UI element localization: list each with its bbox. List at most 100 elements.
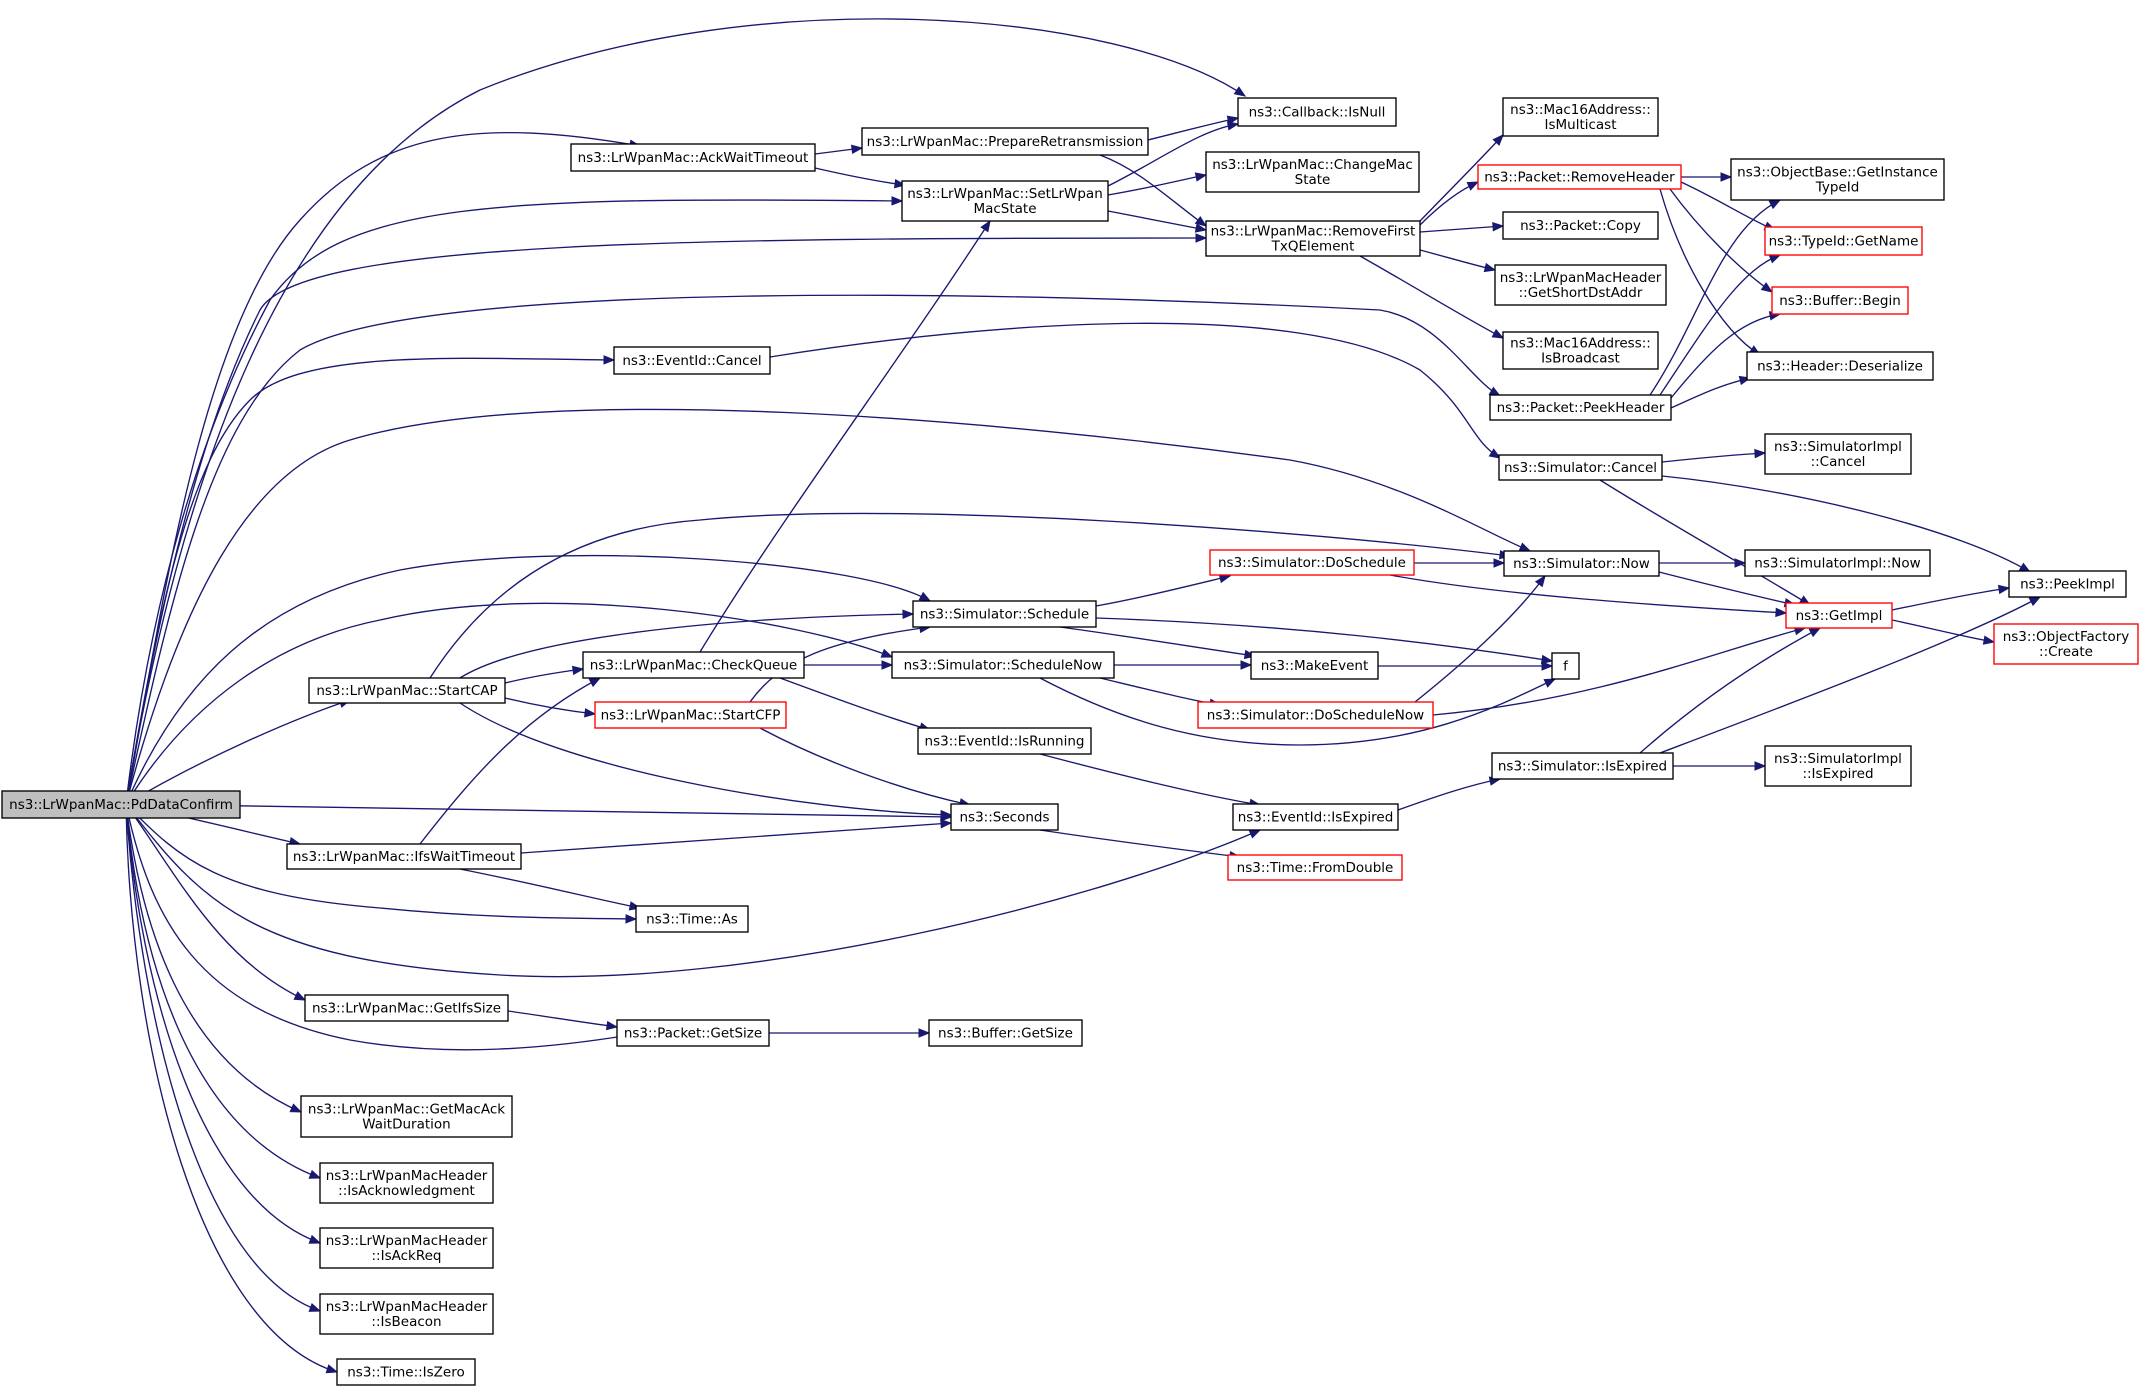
node-ns3-seconds[interactable]: ns3::Seconds bbox=[950, 803, 1059, 831]
node-ns3-packet-removeheader[interactable]: ns3::Packet::RemoveHeader bbox=[1477, 164, 1682, 190]
node-box bbox=[286, 843, 522, 870]
node-ns3-lrwpanmacheader-getshortdstaddr[interactable]: ns3::LrWpanMacHeader::GetShortDstAddr bbox=[1494, 264, 1667, 306]
edge-startcap-to-checkqueue bbox=[504, 668, 584, 684]
node-label: WaitDuration bbox=[362, 1117, 450, 1133]
node-ns3-simulator-doschedulenow[interactable]: ns3::Simulator::DoScheduleNow bbox=[1197, 701, 1434, 729]
edge-eventcancel-to-simcancel bbox=[769, 322, 1501, 459]
node-ns3-lrwpanmac-getifssize[interactable]: ns3::LrWpanMac::GetIfsSize bbox=[304, 994, 509, 1022]
node-ns3-simulatorimpl-cancel[interactable]: ns3::SimulatorImpl::Cancel bbox=[1764, 433, 1912, 475]
node-ns3-lrwpanmacheader-isbeacon[interactable]: ns3::LrWpanMacHeader::IsBeacon bbox=[319, 1293, 494, 1335]
node-ns3-peekimpl[interactable]: ns3::PeekImpl bbox=[2008, 570, 2127, 598]
arrowhead-root-to-isackreq bbox=[308, 1234, 322, 1244]
node-ns3-lrwpanmac-ifswaittimeout[interactable]: ns3::LrWpanMac::IfsWaitTimeout bbox=[286, 843, 522, 870]
node-box bbox=[1730, 158, 1945, 201]
edge-seconds-to-fromdouble bbox=[1039, 829, 1241, 858]
node-label: ::GetShortDstAddr bbox=[1519, 285, 1643, 301]
node-label: ::IsAcknowledgment bbox=[338, 1183, 475, 1199]
node-ns3-simulatorimpl-isexpired[interactable]: ns3::SimulatorImpl::IsExpired bbox=[1764, 745, 1912, 787]
node-box bbox=[635, 905, 749, 933]
node-ns3-callback-isnull[interactable]: ns3::Callback::IsNull bbox=[1237, 97, 1397, 127]
node-box bbox=[1205, 220, 1421, 257]
node-box bbox=[319, 1227, 494, 1269]
node-ns3-makeevent[interactable]: ns3::MakeEvent bbox=[1250, 651, 1379, 680]
edge-simnow-to-getimpl bbox=[1658, 571, 1796, 606]
node-box bbox=[1764, 745, 1912, 787]
node-ns3-eventid-cancel[interactable]: ns3::EventId::Cancel bbox=[613, 346, 771, 375]
node-ns3-lrwpanmac-pddataconfirm[interactable]: ns3::LrWpanMac::PdDataConfirm bbox=[1, 790, 241, 819]
node-label: ns3::Simulator::DoSchedule bbox=[1218, 555, 1406, 571]
arrowhead-eventcancel-to-simcancel bbox=[1488, 448, 1502, 459]
node-label: ns3::EventId::IsExpired bbox=[1238, 810, 1394, 826]
edge-removeheader-to-deserialize bbox=[1659, 188, 1761, 356]
edges-layer bbox=[125, 18, 2042, 1374]
node-box bbox=[1498, 454, 1663, 481]
node-ns3-typeid-getname[interactable]: ns3::TypeId::GetName bbox=[1764, 226, 1923, 256]
node-ns3-time-iszero[interactable]: ns3::Time::IsZero bbox=[336, 1358, 476, 1386]
node-label: ns3::LrWpanMac::StartCAP bbox=[316, 683, 497, 699]
edge-root-to-iszero bbox=[125, 803, 338, 1373]
node-label: ::IsExpired bbox=[1802, 766, 1873, 782]
node-ns3-simulator-now[interactable]: ns3::Simulator::Now bbox=[1503, 550, 1660, 577]
node-f[interactable]: f bbox=[1551, 652, 1580, 680]
node-ns3-lrwpanmac-startcfp[interactable]: ns3::LrWpanMac::StartCFP bbox=[594, 701, 787, 729]
arrowhead-schedulenow-to-f bbox=[1543, 678, 1557, 688]
node-box bbox=[1250, 651, 1379, 680]
node-ns3-lrwpanmac-startcap[interactable]: ns3::LrWpanMac::StartCAP bbox=[308, 677, 506, 704]
edge-removefirst-to-ismulticast bbox=[1419, 134, 1504, 222]
node-label: f bbox=[1563, 659, 1569, 675]
node-ns3-buffer-begin[interactable]: ns3::Buffer::Begin bbox=[1771, 286, 1909, 315]
arrowhead-getimpl-to-objfactory bbox=[1982, 635, 1996, 645]
node-box bbox=[1205, 151, 1420, 193]
node-label: ns3::GetImpl bbox=[1796, 608, 1883, 624]
node-ns3-header-deserialize[interactable]: ns3::Header::Deserialize bbox=[1746, 351, 1934, 381]
arrowhead-startcap-to-checkqueue bbox=[571, 665, 585, 676]
node-ns3-simulator-cancel[interactable]: ns3::Simulator::Cancel bbox=[1498, 454, 1663, 481]
node-box bbox=[950, 803, 1059, 831]
node-ns3-eventid-isexpired[interactable]: ns3::EventId::IsExpired bbox=[1232, 803, 1399, 831]
node-ns3-lrwpanmac-prepareretransmission[interactable]: ns3::LrWpanMac::PrepareRetransmission bbox=[861, 127, 1149, 156]
node-ns3-mac16address-isbroadcast[interactable]: ns3::Mac16Address::IsBroadcast bbox=[1502, 331, 1659, 370]
edge-peekheader-to-deserialize bbox=[1670, 377, 1751, 409]
node-ns3-simulatorimpl-now[interactable]: ns3::SimulatorImpl::Now bbox=[1744, 549, 1931, 577]
node-box bbox=[1502, 211, 1659, 240]
node-box bbox=[304, 994, 509, 1022]
node-label: ns3::Mac16Address:: bbox=[1510, 336, 1651, 352]
node-ns3-time-as[interactable]: ns3::Time::As bbox=[635, 905, 749, 933]
node-ns3-time-fromdouble[interactable]: ns3::Time::FromDouble bbox=[1227, 854, 1403, 881]
node-ns3-packet-peekheader[interactable]: ns3::Packet::PeekHeader bbox=[1489, 394, 1672, 421]
node-ns3-simulator-doschedule[interactable]: ns3::Simulator::DoSchedule bbox=[1209, 549, 1415, 576]
node-ns3-buffer-getsize[interactable]: ns3::Buffer::GetSize bbox=[928, 1019, 1083, 1047]
node-ns3-lrwpanmac-checkqueue[interactable]: ns3::LrWpanMac::CheckQueue bbox=[582, 651, 805, 679]
arrowhead-removeheader-to-getinstancetypeid bbox=[1720, 172, 1733, 182]
node-box bbox=[891, 651, 1115, 679]
node-label: ns3::LrWpanMac::PdDataConfirm bbox=[9, 797, 233, 813]
node-ns3-getimpl[interactable]: ns3::GetImpl bbox=[1785, 602, 1893, 629]
node-ns3-lrwpanmac-ackwaittimeout[interactable]: ns3::LrWpanMac::AckWaitTimeout bbox=[570, 143, 816, 172]
node-box bbox=[1746, 351, 1934, 381]
arrowhead-startcap-to-seconds bbox=[940, 809, 953, 820]
node-ns3-simulator-schedule[interactable]: ns3::Simulator::Schedule bbox=[912, 600, 1097, 628]
node-label: ns3::Simulator::IsExpired bbox=[1498, 759, 1667, 775]
node-box bbox=[308, 677, 506, 704]
node-box bbox=[616, 1019, 770, 1047]
node-ns3-simulator-schedulenow[interactable]: ns3::Simulator::ScheduleNow bbox=[891, 651, 1115, 679]
node-ns3-lrwpanmacheader-isackreq[interactable]: ns3::LrWpanMacHeader::IsAckReq bbox=[319, 1227, 494, 1269]
edge-root-to-getifssize bbox=[125, 803, 306, 1001]
arrowhead-root-to-eventcancel bbox=[603, 355, 616, 365]
node-ns3-mac16address-ismulticast[interactable]: ns3::Mac16Address::IsMulticast bbox=[1502, 97, 1659, 137]
node-label: ns3::Callback::IsNull bbox=[1249, 105, 1386, 121]
node-label: ns3::Mac16Address:: bbox=[1510, 102, 1651, 118]
node-ns3-simulator-isexpired[interactable]: ns3::Simulator::IsExpired bbox=[1491, 752, 1674, 780]
arrowhead-root-to-schedulenow bbox=[880, 648, 894, 658]
node-ns3-packet-copy[interactable]: ns3::Packet::Copy bbox=[1502, 211, 1659, 240]
arrowhead-peekheader-to-getname bbox=[1768, 254, 1782, 264]
node-ns3-lrwpanmacheader-isacknowledgment[interactable]: ns3::LrWpanMacHeader::IsAcknowledgment bbox=[319, 1162, 494, 1204]
node-ns3-objectfactory-create[interactable]: ns3::ObjectFactory::Create bbox=[1993, 623, 2139, 665]
node-ns3-eventid-isrunning[interactable]: ns3::EventId::IsRunning bbox=[917, 727, 1092, 755]
node-ns3-packet-getsize[interactable]: ns3::Packet::GetSize bbox=[616, 1019, 770, 1047]
